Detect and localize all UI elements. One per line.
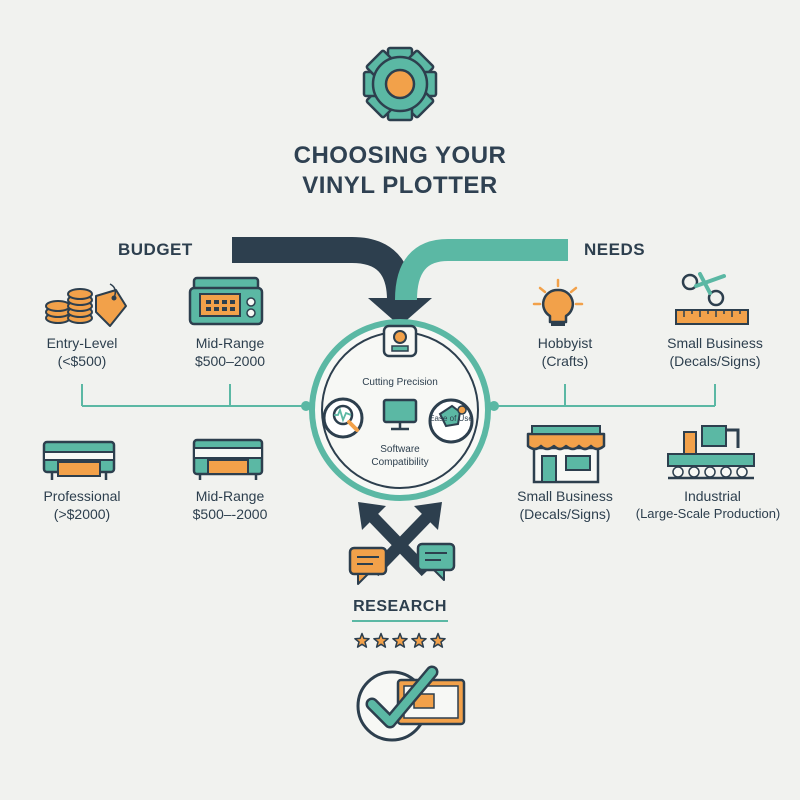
gear-icon bbox=[362, 46, 438, 122]
small-business-bottom-name: Small Business bbox=[517, 488, 613, 504]
mid-range-bottom-name: Mid-Range bbox=[195, 488, 265, 504]
software-label-line-2: Compatibility bbox=[371, 457, 429, 468]
entry-level-range: (<$500) bbox=[57, 353, 107, 369]
connector-dot-right bbox=[489, 401, 499, 411]
needs-heading: NEEDS bbox=[584, 240, 646, 259]
star-icon bbox=[373, 632, 389, 648]
software-label-line-1: Software bbox=[380, 444, 420, 455]
connector-dot-left bbox=[301, 401, 311, 411]
professional-range: (>$2000) bbox=[53, 506, 111, 522]
cutting-precision-label: Cutting Precision bbox=[362, 377, 438, 388]
storefront-icon bbox=[526, 425, 606, 484]
monitor-icon bbox=[382, 398, 418, 431]
star-icon bbox=[411, 632, 427, 648]
checkmark-badge-icon bbox=[356, 665, 466, 742]
ease-of-use-icon bbox=[428, 398, 474, 444]
needs-arrow bbox=[395, 239, 568, 301]
hobbyist-name: Hobbyist bbox=[537, 335, 593, 351]
scissors-ruler-icon bbox=[675, 272, 749, 325]
rating-stars bbox=[354, 632, 446, 648]
industrial-machine-icon bbox=[667, 425, 755, 480]
title-line-1: CHOOSING YOUR bbox=[293, 142, 507, 169]
printer-icon bbox=[188, 276, 264, 326]
research-label: RESEARCH bbox=[353, 598, 447, 615]
star-icon bbox=[354, 632, 370, 648]
speech-bubble-orange-icon bbox=[348, 546, 388, 585]
mid-range-top-range: $500–2000 bbox=[194, 353, 266, 369]
budget-heading: BUDGET bbox=[118, 240, 193, 259]
entry-level-name: Entry-Level bbox=[46, 335, 118, 351]
budget-arrowhead bbox=[368, 298, 432, 326]
magnifier-icon bbox=[322, 397, 364, 439]
small-business-bottom-detail: (Decals/Signs) bbox=[519, 506, 611, 522]
title-line-2: VINYL PLOTTER bbox=[302, 172, 498, 199]
small-business-top-detail: (Decals/Signs) bbox=[669, 353, 761, 369]
hobbyist-detail: (Crafts) bbox=[541, 353, 589, 369]
connector-lines bbox=[81, 384, 716, 407]
speech-bubble-teal-icon bbox=[416, 542, 456, 581]
wide-format-plotter-icon bbox=[42, 440, 116, 480]
coins-tag-icon bbox=[45, 283, 127, 327]
industrial-detail: (Large-Scale Production) bbox=[635, 506, 781, 521]
lightbulb-icon bbox=[532, 278, 584, 326]
star-icon bbox=[430, 632, 446, 648]
precision-badge-icon bbox=[382, 324, 418, 358]
ease-of-use-label: Ease of Use bbox=[429, 414, 473, 423]
star-icon bbox=[392, 632, 408, 648]
mid-range-bottom-range: $500–-2000 bbox=[192, 506, 268, 522]
desktop-plotter-icon bbox=[192, 438, 264, 480]
small-business-top-name: Small Business bbox=[667, 335, 763, 351]
professional-name: Professional bbox=[43, 488, 121, 504]
mid-range-top-name: Mid-Range bbox=[195, 335, 265, 351]
industrial-name: Industrial bbox=[684, 488, 741, 504]
